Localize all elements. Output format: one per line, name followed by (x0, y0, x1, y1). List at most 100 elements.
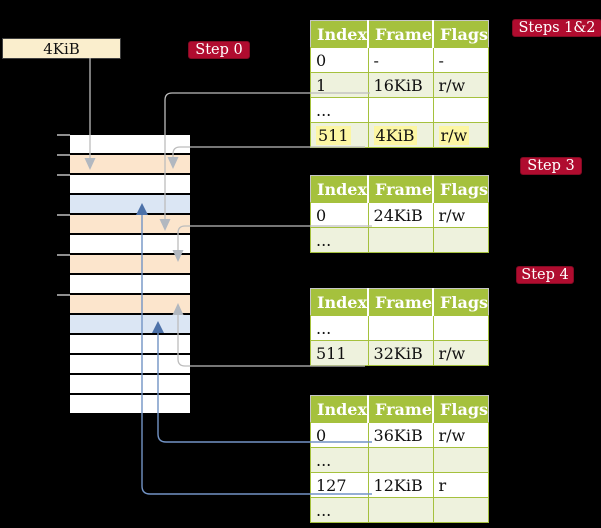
table-row: 0 - - (310, 47, 490, 73)
table-row-highlighted: 511 4KiB r/w (310, 122, 490, 148)
cell-frame: 24KiB (367, 202, 434, 228)
cell-index: 127 (310, 472, 369, 498)
table-row: 1 16KiB r/w (310, 72, 490, 98)
cell-flags (432, 227, 490, 253)
cell-flags (432, 497, 490, 523)
page-table-steps-1-2: Index Frame Flags 0 - - 1 16KiB r/w ... … (310, 20, 490, 148)
table-header-row: Index Frame Flags (310, 20, 489, 48)
table-row: ... (310, 97, 490, 123)
steps-1-2-text: Steps 1&2 (518, 20, 596, 36)
cell-frame (367, 447, 434, 473)
table-header-row: Index Frame Flags (310, 288, 489, 316)
cell-index: 0 (310, 202, 369, 228)
cell-flags: r/w (432, 340, 490, 366)
table-row: 0 36KiB r/w (310, 422, 490, 448)
page-table-step-4: Index Frame Flags ... 511 32KiB r/w (310, 288, 490, 366)
col-header-flags: Flags (433, 20, 489, 48)
step-4-label: Step 4 (516, 266, 574, 284)
table-row: ... (310, 315, 490, 341)
memory-row (70, 375, 190, 395)
col-header-frame: Frame (368, 395, 435, 423)
table-header-row: Index Frame Flags (310, 175, 489, 203)
cell-index: ... (310, 227, 369, 253)
memory-row (70, 155, 190, 175)
address-tick (57, 174, 70, 176)
table-row: 511 32KiB r/w (310, 340, 490, 366)
cell-index: 0 (310, 47, 369, 73)
memory-row (70, 255, 190, 275)
cell-flags (432, 315, 490, 341)
step-4-text: Step 4 (521, 267, 569, 283)
step-3-label: Step 3 (520, 157, 582, 175)
cell-frame (367, 97, 434, 123)
cell-index: 511 (310, 340, 369, 366)
cell-frame: 12KiB (367, 472, 434, 498)
cell-frame (367, 315, 434, 341)
cell-flags (432, 97, 490, 123)
col-header-flags: Flags (433, 395, 489, 423)
address-tick (57, 214, 70, 216)
step-0-text: Step 0 (195, 42, 243, 58)
memory-row (70, 335, 190, 355)
cell-flags: r/w (432, 422, 490, 448)
cell-index: ... (310, 497, 369, 523)
col-header-flags: Flags (433, 288, 489, 316)
memory-row (70, 355, 190, 375)
memory-row (70, 235, 190, 255)
step-3-text: Step 3 (527, 158, 575, 174)
highlight: 511 (316, 125, 351, 145)
memory-row (70, 175, 190, 195)
table-row: ... (310, 497, 490, 523)
cell-index: ... (310, 315, 369, 341)
memory-row (70, 275, 190, 295)
memory-row (70, 315, 190, 335)
memory-row (70, 135, 190, 155)
table-row: ... (310, 227, 490, 253)
page-table-final: Index Frame Flags 0 36KiB r/w ... 127 12… (310, 395, 490, 523)
address-tick (57, 294, 70, 296)
address-tick (57, 254, 70, 256)
table-row: ... (310, 447, 490, 473)
table-header-row: Index Frame Flags (310, 395, 489, 423)
cell-frame: 4KiB (367, 122, 434, 148)
memory-row (70, 395, 190, 415)
steps-1-2-label: Steps 1&2 (512, 19, 601, 37)
cell-frame: 36KiB (367, 422, 434, 448)
col-header-index: Index (310, 175, 370, 203)
col-header-frame: Frame (368, 20, 435, 48)
cell-flags (432, 447, 490, 473)
cell-flags: - (432, 47, 490, 73)
cell-flags: r (432, 472, 490, 498)
col-header-frame: Frame (368, 288, 435, 316)
cell-flags: r/w (432, 202, 490, 228)
page-table-step-3: Index Frame Flags 0 24KiB r/w ... (310, 175, 490, 253)
highlight: 4KiB (373, 125, 417, 145)
address-tick (57, 154, 70, 156)
cell-index: ... (310, 97, 369, 123)
cell-index: 0 (310, 422, 369, 448)
cell-frame: - (367, 47, 434, 73)
cell-frame: 32KiB (367, 340, 434, 366)
cell-index: 511 (310, 122, 369, 148)
frame-size-label: 4KiB (43, 39, 80, 58)
memory-row (70, 295, 190, 315)
memory-row (70, 215, 190, 235)
col-header-index: Index (310, 395, 370, 423)
cell-flags: r/w (432, 122, 490, 148)
table-row: 0 24KiB r/w (310, 202, 490, 228)
memory-row (70, 195, 190, 215)
table-row: 127 12KiB r (310, 472, 490, 498)
cell-index: ... (310, 447, 369, 473)
frame-size-box: 4KiB (2, 38, 121, 59)
col-header-frame: Frame (368, 175, 435, 203)
cell-frame: 16KiB (367, 72, 434, 98)
col-header-flags: Flags (433, 175, 489, 203)
arrow-pt1-entry511-to-frame (167, 146, 365, 169)
highlight: r/w (438, 125, 470, 145)
cell-frame (367, 497, 434, 523)
cell-flags: r/w (432, 72, 490, 98)
col-header-index: Index (310, 288, 370, 316)
cell-index: 1 (310, 72, 369, 98)
address-tick (57, 134, 70, 136)
